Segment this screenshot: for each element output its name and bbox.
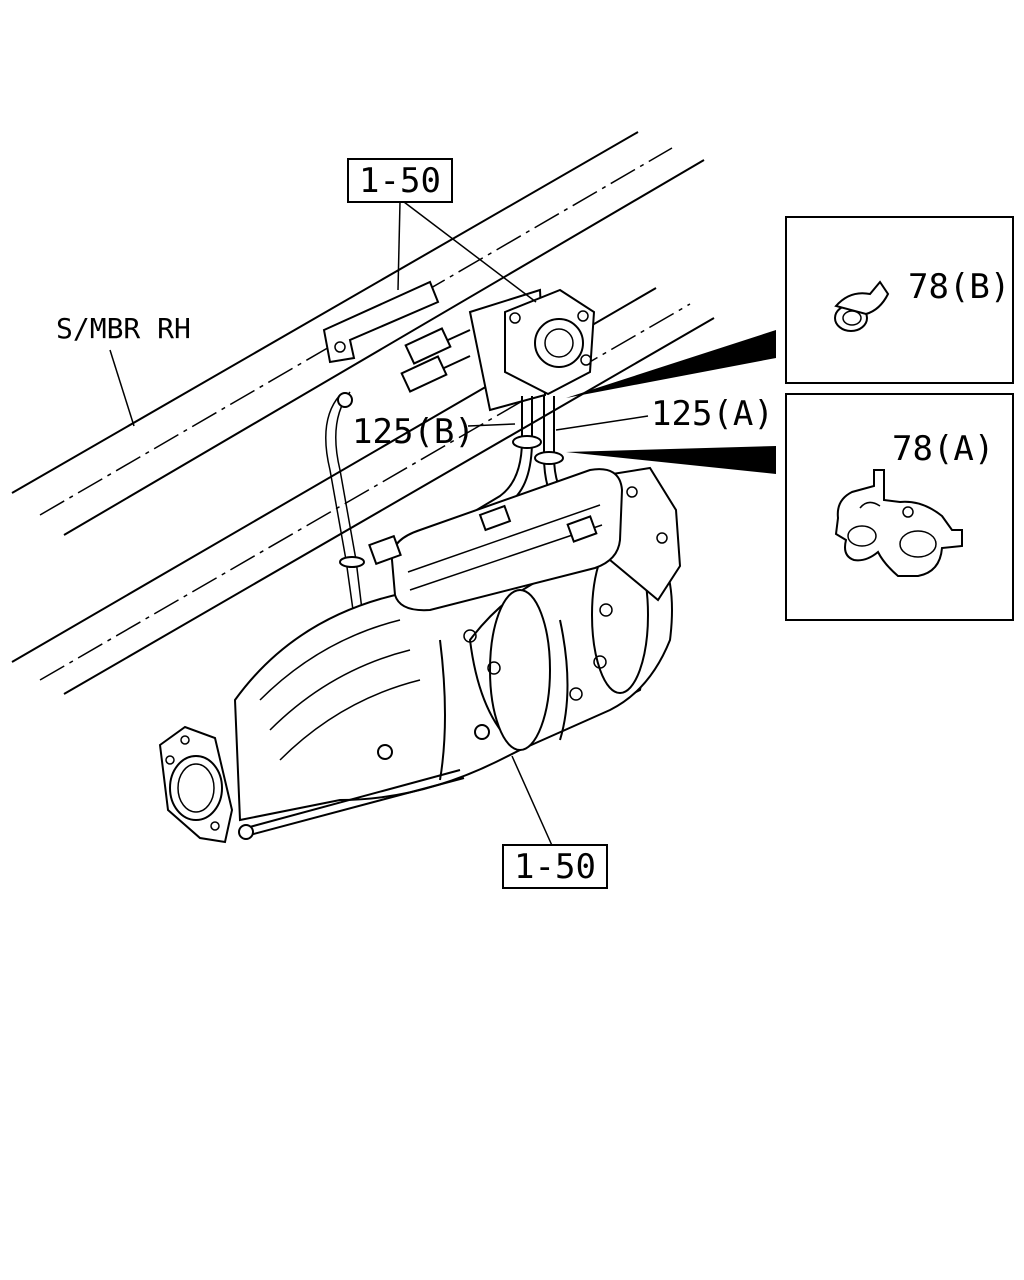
ref-box-top — [347, 158, 453, 203]
inlet-flange — [158, 725, 234, 844]
detail-box-clamp-b — [785, 216, 1014, 384]
pressure-sensor — [504, 288, 596, 396]
pipe-clamps — [337, 392, 564, 568]
heat-shield-tubes — [368, 468, 624, 612]
frame-member-label: S/MBR RH — [56, 312, 191, 345]
ref-label-top: 1-50 — [359, 161, 441, 201]
hose-b-label: 125(B) — [352, 412, 475, 452]
hose-a-label: 125(A) — [651, 394, 774, 434]
clamp-b-label: 78(B) — [908, 267, 1010, 307]
ref-box-bottom — [502, 844, 608, 889]
ref-label-bottom: 1-50 — [514, 847, 596, 887]
detail-box-clamp-a — [785, 393, 1014, 621]
support-straps — [238, 724, 490, 840]
callout-wedges — [566, 330, 776, 474]
sensor-connectors — [400, 327, 471, 393]
dpf-assembly — [233, 466, 682, 822]
clamp-a-label: 78(A) — [892, 429, 994, 469]
